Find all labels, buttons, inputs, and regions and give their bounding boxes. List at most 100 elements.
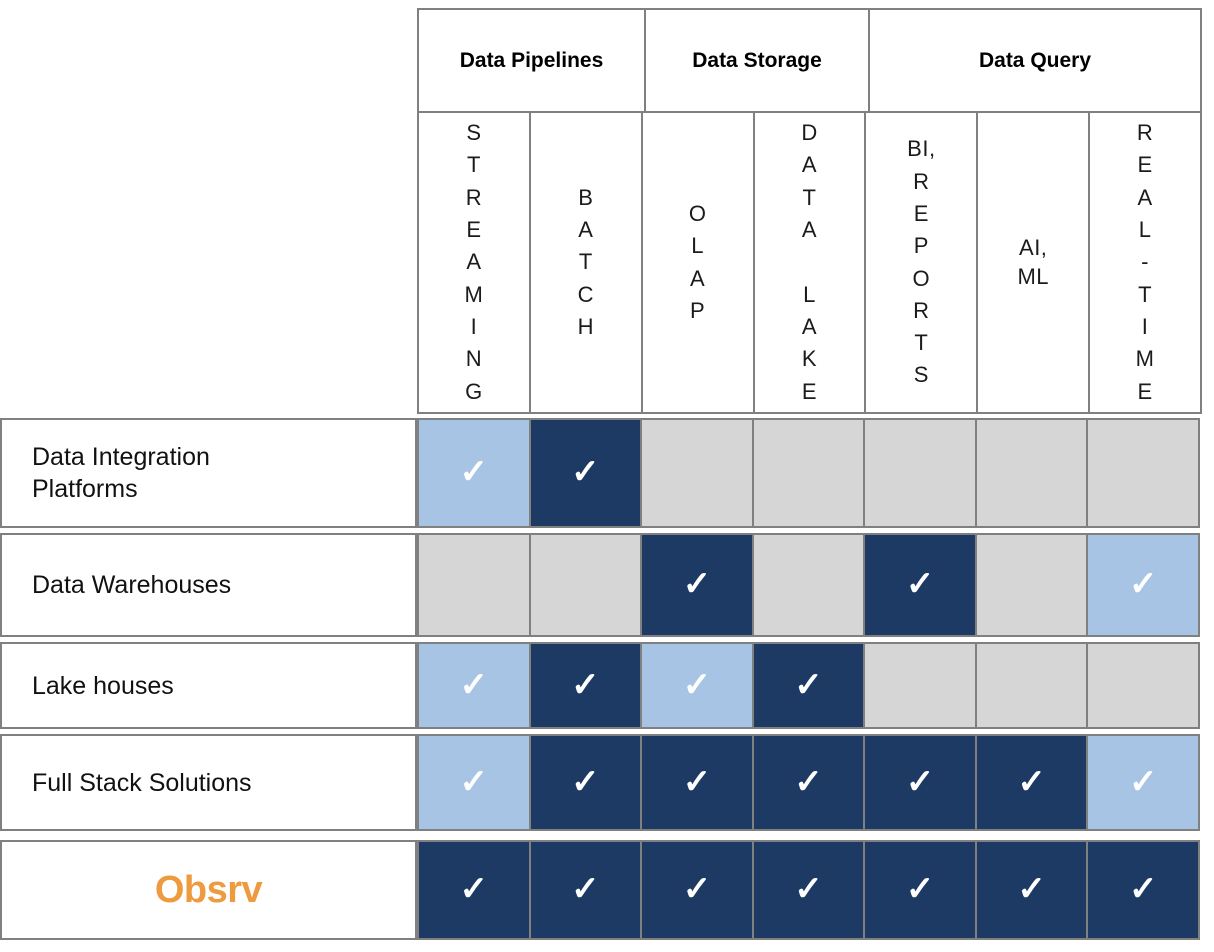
- check-icon: ✓: [905, 762, 935, 801]
- matrix-cell-streaming: ✓: [419, 736, 531, 829]
- matrix-cell-data-lake: ✓: [753, 644, 866, 727]
- check-icon: ✓: [459, 870, 489, 908]
- matrix-cell-data-lake: ✓: [753, 736, 866, 829]
- check-icon: ✓: [682, 762, 712, 801]
- matrix-cell-streaming: ✓: [419, 842, 531, 938]
- column-group-data-pipelines: Data Pipelines: [419, 10, 646, 111]
- row-cells: ✓✓: [417, 418, 1201, 528]
- table-row: Data Warehouses ✓ ✓ ✓: [0, 533, 1201, 637]
- check-icon: ✓: [794, 762, 823, 801]
- matrix-cell-ai-ml: [976, 535, 1089, 635]
- column-header-label: B A T C H: [577, 184, 594, 339]
- brand-wordmark: Obsrv: [154, 868, 263, 911]
- matrix-cell-batch: ✓: [530, 644, 643, 727]
- matrix-cell-streaming: ✓: [419, 644, 531, 727]
- matrix-cell-real-time: [1088, 420, 1201, 526]
- matrix-cell-streaming: [419, 535, 531, 635]
- column-header-real-time: R E A L - T I M E: [1090, 113, 1203, 412]
- matrix-cell-bi-reports: ✓: [865, 736, 977, 829]
- column-header-olap: O L A P: [642, 113, 755, 412]
- table-row: Lake houses ✓ ✓ ✓ ✓: [0, 642, 1201, 729]
- column-group-data-query: Data Query: [870, 10, 1202, 111]
- row-cells: ✓ ✓ ✓ ✓ ✓ ✓ ✓: [417, 840, 1201, 940]
- matrix-cell-data-lake: ✓: [753, 842, 866, 938]
- check-icon: ✓: [571, 453, 600, 491]
- column-header-label: S T R E A M I N G: [464, 120, 484, 404]
- column-group-row: Data Pipelines Data Storage Data Query: [417, 8, 1202, 111]
- row-cells: ✓ ✓ ✓ ✓: [417, 642, 1201, 729]
- matrix-cell-data-lake: [753, 535, 866, 635]
- matrix-cell-real-time: ✓: [1088, 842, 1201, 938]
- row-label-text: Full Stack Solutions: [32, 768, 252, 797]
- column-group-label: Data Query: [978, 48, 1092, 72]
- table-row: Full Stack Solutions ✓ ✓ ✓ ✓ ✓ ✓ ✓: [0, 734, 1201, 831]
- matrix-cell-data-lake: [753, 420, 866, 526]
- check-icon: ✓: [459, 762, 489, 801]
- row-cells: ✓ ✓ ✓ ✓ ✓ ✓ ✓: [417, 734, 1201, 831]
- check-icon: ✓: [1129, 870, 1158, 908]
- matrix-cell-ai-ml: ✓: [976, 736, 1089, 829]
- column-group-data-storage: Data Storage: [646, 10, 870, 111]
- matrix-cell-batch: ✓: [530, 842, 643, 938]
- row-cells: ✓ ✓ ✓: [417, 533, 1201, 637]
- matrix-cell-real-time: ✓: [1088, 736, 1201, 829]
- matrix-cell-batch: ✓: [530, 420, 643, 526]
- check-icon: ✓: [794, 870, 823, 908]
- column-header-label: O L A P: [688, 200, 707, 323]
- check-icon: ✓: [1129, 762, 1158, 801]
- check-icon: ✓: [1017, 870, 1046, 908]
- matrix-cell-bi-reports: [865, 644, 977, 727]
- matrix-cell-real-time: ✓: [1088, 535, 1201, 635]
- matrix-cell-olap: ✓: [642, 842, 754, 938]
- column-header-label: BI, R E P O R T S: [907, 136, 936, 388]
- check-icon: ✓: [571, 665, 600, 704]
- matrix-cell-ai-ml: ✓: [976, 842, 1089, 938]
- matrix-cell-batch: [530, 535, 643, 635]
- column-group-label: Data Pipelines: [459, 48, 604, 72]
- check-icon: ✓: [1017, 762, 1046, 801]
- matrix-cell-streaming: ✓: [419, 420, 531, 526]
- column-header-label: AI, ML: [1017, 234, 1049, 289]
- matrix-cell-ai-ml: [976, 644, 1089, 727]
- matrix-cell-bi-reports: ✓: [865, 535, 977, 635]
- matrix-cell-olap: ✓: [642, 644, 754, 727]
- check-icon: ✓: [571, 762, 600, 801]
- check-icon: ✓: [459, 665, 489, 704]
- row-label-text: Lake houses: [32, 671, 174, 700]
- column-header-streaming: S T R E A M I N G: [419, 113, 531, 412]
- row-label: Data Integration Platforms: [0, 418, 417, 528]
- matrix-cell-ai-ml: [976, 420, 1089, 526]
- matrix-cell-bi-reports: [865, 420, 977, 526]
- row-label-text: Data Warehouses: [32, 571, 232, 599]
- column-header-data-lake: D A T A L A K E: [754, 113, 867, 412]
- row-label: Data Warehouses: [0, 533, 417, 637]
- check-icon: ✓: [1129, 565, 1158, 603]
- check-icon: ✓: [682, 565, 712, 603]
- matrix-cell-batch: ✓: [530, 736, 643, 829]
- column-header-bi-reports: BI, R E P O R T S: [866, 113, 979, 412]
- check-icon: ✓: [459, 453, 489, 491]
- column-header-label: D A T A L A K E: [801, 120, 818, 404]
- check-icon: ✓: [571, 870, 600, 908]
- check-icon: ✓: [682, 665, 712, 704]
- row-label: Full Stack Solutions: [0, 734, 417, 831]
- table-row: Data Integration Platforms✓✓: [0, 418, 1201, 528]
- table-row: Obsrv ✓ ✓ ✓ ✓ ✓ ✓ ✓: [0, 840, 1201, 940]
- column-header-label: R E A L - T I M E: [1135, 120, 1155, 404]
- header-corner-spacer: [0, 8, 417, 414]
- table-header: Data Pipelines Data Storage Data Query S…: [0, 8, 1203, 414]
- matrix-cell-real-time: [1088, 644, 1201, 727]
- matrix-cell-olap: ✓: [642, 535, 754, 635]
- matrix-cell-olap: [642, 420, 754, 526]
- column-header-ai-ml: AI, ML: [978, 113, 1091, 412]
- row-label-brand-logo: Obsrv: [0, 840, 417, 940]
- check-icon: ✓: [905, 565, 935, 603]
- row-label-text: Data Integration Platforms: [32, 443, 210, 503]
- row-label: Lake houses: [0, 642, 417, 729]
- matrix-cell-bi-reports: ✓: [865, 842, 977, 938]
- column-group-label: Data Storage: [692, 48, 822, 72]
- check-icon: ✓: [682, 870, 712, 908]
- column-header-batch: B A T C H: [530, 113, 643, 412]
- matrix-cell-olap: ✓: [642, 736, 754, 829]
